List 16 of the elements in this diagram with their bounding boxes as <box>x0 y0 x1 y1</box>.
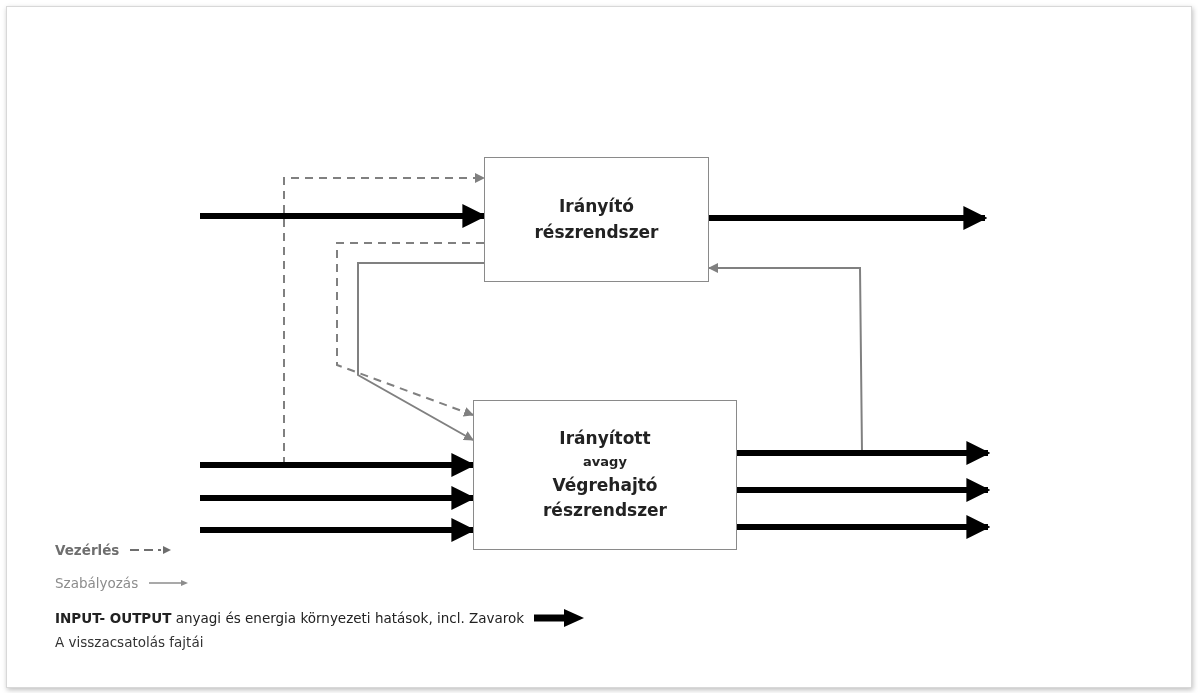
subsystem-box <box>484 157 709 282</box>
legend-text: Szabályozás <box>55 575 139 591</box>
legend-text: Vezérlés <box>55 542 120 558</box>
arrow <box>709 206 988 230</box>
box-title: avagy <box>583 453 627 471</box>
arrow <box>737 441 991 465</box>
arrow <box>737 478 991 502</box>
arrow <box>336 242 485 417</box>
box-title: Végrehajtó részrendszer <box>541 473 668 523</box>
legend-text: INPUT- OUTPUT anyagi és energia környezeti hatások, incl. Zavarok <box>55 610 525 626</box>
subsystem-box <box>473 400 737 550</box>
note-text: A visszacsatolás fajtái <box>55 634 204 650</box>
arrow <box>737 515 991 539</box>
arrow <box>357 262 485 441</box>
box-title: Irányító részrendszer <box>533 195 660 244</box>
box-title: Irányított <box>559 427 651 451</box>
